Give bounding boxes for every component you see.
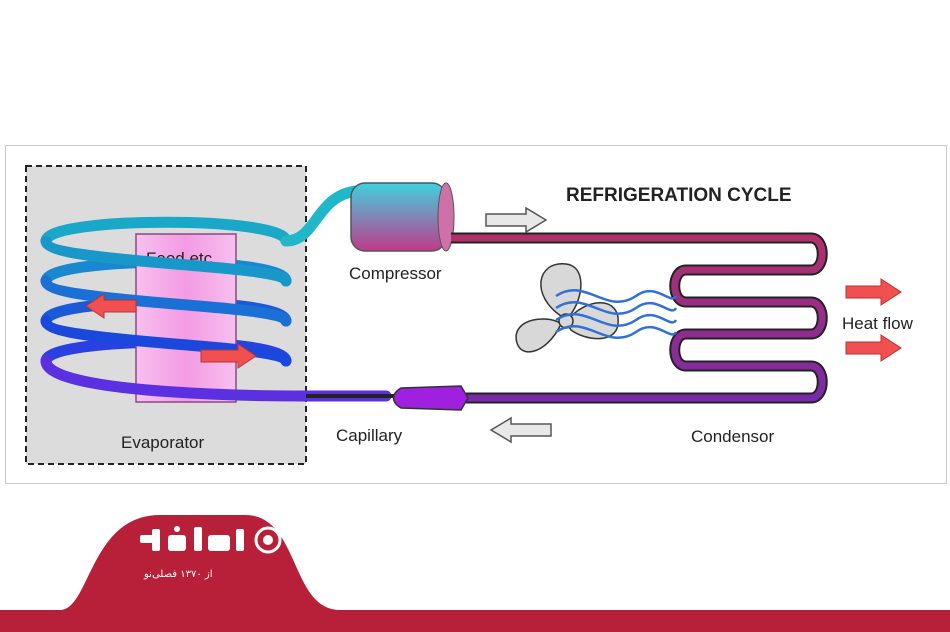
flow-left-arrow-icon <box>489 416 552 444</box>
capillary <box>392 385 469 411</box>
logo-mark: از ۱۳۷۰ فصلی‌نو <box>140 526 282 580</box>
condenser-pipe <box>451 234 826 402</box>
heat-arrow-icon <box>845 334 902 362</box>
condensor-label: Condensor <box>691 427 775 446</box>
compressor <box>350 182 447 252</box>
heat-arrows-evaporator <box>85 293 257 369</box>
flow-right-arrow-icon <box>485 206 548 234</box>
airflow-waves <box>555 289 678 339</box>
compressor-label: Compressor <box>349 264 442 283</box>
evaporator-coils-front <box>40 185 392 402</box>
left-arrow-icon <box>85 293 137 319</box>
refrigeration-diagram: Food etc Evaporator Compressor Capillary <box>25 165 914 465</box>
evaporator-label: Evaporator <box>121 433 204 452</box>
heat-flow-arrows <box>845 278 902 362</box>
brand-logo[interactable]: از ۱۳۷۰ فصلی‌نو <box>140 525 290 585</box>
logo-tab <box>0 515 340 632</box>
right-arrow-icon <box>200 343 257 369</box>
fan-icon <box>515 263 619 353</box>
logo-tagline: از ۱۳۷۰ فصلی‌نو <box>143 569 213 580</box>
snowflake-icon <box>254 526 282 554</box>
heat-arrow-icon <box>845 278 902 306</box>
capillary-label: Capillary <box>336 426 403 445</box>
diagram-title: REFRIGERATION CYCLE <box>566 185 792 206</box>
heat-flow-label: Heat flow <box>842 314 914 333</box>
diagram-frame: Food etc Evaporator Compressor Capillary <box>5 145 947 484</box>
compressor-end <box>437 182 455 252</box>
condenser-pipe-outline <box>451 232 828 404</box>
footer-bar <box>0 610 950 632</box>
